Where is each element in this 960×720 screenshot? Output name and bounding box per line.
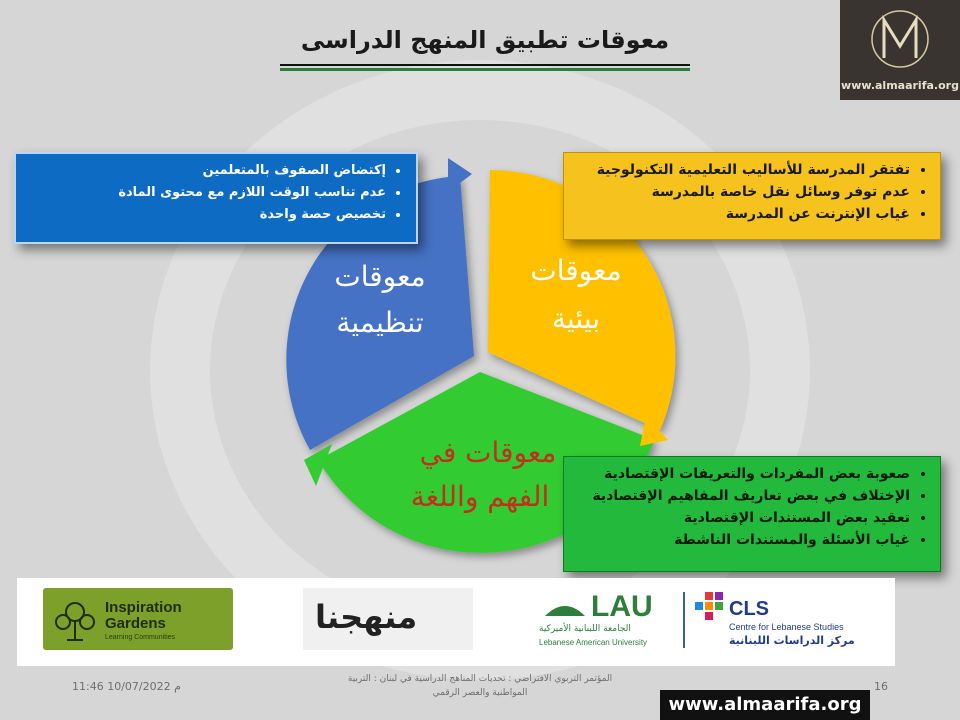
language-item: تعقيد بعض المستندات الإقتصادية <box>574 507 910 529</box>
m-monogram-icon <box>871 10 929 68</box>
language-item: غياب الأسئلة والمستندات الناشطة <box>574 529 910 551</box>
environmental-obstacles-box: تفتقر المدرسة للأساليب التعليمية التكنول… <box>563 152 941 240</box>
slide-title: معوقات تطبيق المنهج الدراسى <box>300 26 670 54</box>
environmental-item: غياب الإنترنت عن المدرسة <box>574 203 910 225</box>
cedar-icon <box>545 606 585 616</box>
segment-label-language-2: الفهم واللغة <box>411 480 550 513</box>
slide-footer-text: المؤتمر التربوي الافتراضي : تحديات المنا… <box>347 674 613 698</box>
arrow-head-green <box>304 444 332 486</box>
language-obstacles-box: صعوبة بعض المفردات والتعريفات الإقتصادية… <box>563 456 941 572</box>
segment-label-language-1: معوقات في <box>420 436 557 469</box>
organizational-item: تخصيص حصة واحدة <box>26 204 386 226</box>
environmental-item: عدم توفر وسائل نقل خاصة بالمدرسة <box>574 181 910 203</box>
cls-logo: CLS Centre for Lebanese Studies مركز الد… <box>693 588 893 658</box>
cls-arabic: مركز الدراسات اللبنانية <box>729 634 855 647</box>
environmental-item: تفتقر المدرسة للأساليب التعليمية التكنول… <box>574 159 910 181</box>
lau-logo: LAU الجامعة اللبنانية الأميركية Lebanese… <box>537 590 677 652</box>
segment-label-organizational-1: معوقات <box>334 260 425 293</box>
organizational-item: عدم تناسب الوقت اللازم مع محتوى المادة <box>26 182 386 204</box>
cls-abbr: CLS <box>729 598 769 620</box>
ig-tagline: Learning Communities <box>105 634 176 641</box>
manhajuna-logo: منهجنا <box>303 588 473 650</box>
organizational-item: إكتضاض الصفوف بالمتعلمين <box>26 160 386 182</box>
ig-name-line1: Inspiration <box>105 599 182 616</box>
lau-english: Lebanese American University <box>539 638 648 647</box>
slide-date: 11:46 10/07/2022 م <box>72 680 181 693</box>
cls-square-icon <box>705 612 713 620</box>
segment-label-environmental-1: معوقات <box>530 254 621 287</box>
lau-arabic: الجامعة اللبنانية الأميركية <box>539 624 631 634</box>
manhajuna-text: منهجنا <box>315 598 418 636</box>
tree-icon <box>55 602 95 641</box>
arrow-head-blue <box>448 158 472 192</box>
almaarifa-logo: www.almaarifa.org <box>840 0 960 100</box>
ig-name-line2: Gardens <box>105 615 166 632</box>
language-item: الإختلاف في بعض تعاريف المفاهيم الإقتصاد… <box>574 485 910 507</box>
cls-english: Centre for Lebanese Studies <box>729 622 844 632</box>
title-rule <box>280 68 690 71</box>
cls-square-icon <box>695 602 703 610</box>
title-underline <box>280 64 690 66</box>
segment-label-environmental-2: بيئية <box>552 302 600 335</box>
segment-label-organizational-2: تنظيمية <box>336 306 423 339</box>
inspiration-gardens-logo: Inspiration Gardens Learning Communities <box>43 588 233 650</box>
cls-square-icon <box>705 602 713 610</box>
language-item: صعوبة بعض المفردات والتعريفات الإقتصادية <box>574 463 910 485</box>
segment-organizational <box>286 176 474 450</box>
arrow-head-yellow <box>640 416 668 446</box>
slide-page-number: 16 <box>874 680 888 693</box>
cls-square-icon <box>705 592 713 600</box>
logo-url: www.almaarifa.org <box>841 79 959 92</box>
cls-square-icon <box>715 592 723 600</box>
organizational-obstacles-box: إكتضاض الصفوف بالمتعلمين عدم تناسب الوقت… <box>14 152 418 244</box>
lau-abbr: LAU <box>591 590 653 623</box>
logo-separator <box>683 592 685 648</box>
footer-url: www.almaarifa.org <box>660 690 870 720</box>
cls-square-icon <box>715 602 723 610</box>
partner-logos-strip: Inspiration Gardens Learning Communities… <box>17 578 895 666</box>
